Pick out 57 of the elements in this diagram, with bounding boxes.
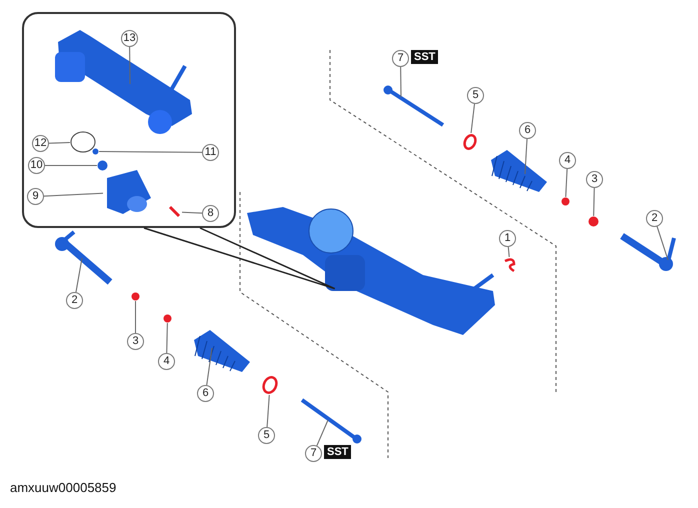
leader-line xyxy=(135,300,136,334)
clip-drawing xyxy=(561,197,570,206)
callout-number: 3 xyxy=(586,171,603,188)
callout-number: 3 xyxy=(127,333,144,350)
leader-line xyxy=(44,192,104,197)
callout-number: 5 xyxy=(258,427,275,444)
callout-number: 10 xyxy=(28,157,45,174)
nut-drawing xyxy=(97,160,108,171)
callout-number: 4 xyxy=(559,152,576,169)
document-code: amxuuw00005859 xyxy=(10,480,116,495)
leader-line xyxy=(182,212,202,214)
callout-number: 6 xyxy=(197,385,214,402)
callout-number: 2 xyxy=(646,210,663,227)
leader-line xyxy=(44,165,98,166)
callout-number: 5 xyxy=(467,87,484,104)
callout-number: 12 xyxy=(32,135,49,152)
leader-line xyxy=(166,322,168,354)
clip-drawing xyxy=(502,257,518,273)
leader-line xyxy=(656,226,668,260)
clip-drawing xyxy=(588,216,599,227)
leader-line xyxy=(98,151,202,153)
callout-number: 11 xyxy=(202,144,219,161)
tie-rod-end-drawing xyxy=(52,230,114,286)
boot-clamp-drawing xyxy=(463,133,477,151)
leader-line xyxy=(470,103,475,134)
callout-number: 13 xyxy=(121,30,138,47)
leader-line xyxy=(524,138,528,174)
leader-line xyxy=(75,258,82,293)
leader-line xyxy=(129,46,130,84)
callout-number: 9 xyxy=(27,188,44,205)
callout-number: 7 xyxy=(392,50,409,67)
tool-tag: SST xyxy=(324,445,352,459)
leader-line xyxy=(508,246,510,258)
callout-number: 1 xyxy=(499,230,516,247)
leader-line xyxy=(316,420,328,446)
bolt-drawing xyxy=(92,148,99,155)
bolt-drawing xyxy=(168,205,182,219)
leader-line xyxy=(206,348,212,386)
callout-number: 4 xyxy=(158,353,175,370)
tie-rod-drawing xyxy=(383,85,447,129)
leader-line xyxy=(565,168,568,198)
callout-number: 2 xyxy=(66,292,83,309)
clip-drawing xyxy=(131,292,140,301)
tool-tag: SST xyxy=(411,50,438,64)
inset-pointer-lines xyxy=(143,227,336,290)
boot-clamp-drawing xyxy=(262,375,278,395)
callout-number: 7 xyxy=(305,445,322,462)
leader-line xyxy=(400,66,402,98)
leader-line xyxy=(266,394,270,428)
clip-drawing xyxy=(163,314,172,323)
detail-inset-frame xyxy=(22,12,236,228)
tie-rod-drawing xyxy=(298,396,362,444)
callout-number: 6 xyxy=(519,122,536,139)
leader-line xyxy=(48,142,70,144)
o-ring-drawing xyxy=(70,131,96,153)
callout-number: 8 xyxy=(202,205,219,222)
leader-line xyxy=(593,188,595,216)
